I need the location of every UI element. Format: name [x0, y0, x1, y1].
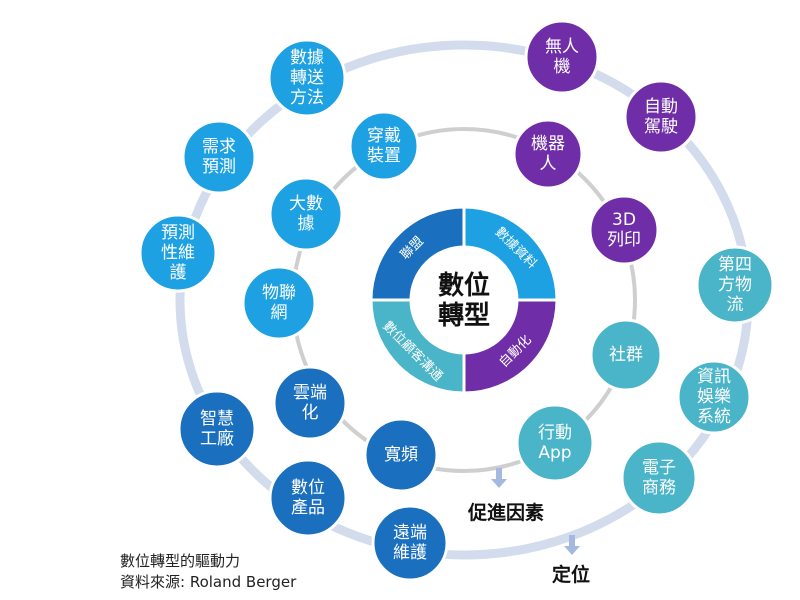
node-label: 娛樂	[697, 387, 731, 407]
node-label: 智慧	[200, 409, 234, 429]
node-circle	[267, 38, 347, 118]
node-label: 大數	[289, 194, 323, 214]
node-circle	[268, 176, 344, 252]
node-label: 駕駛	[644, 117, 678, 137]
node-big-data: 大數據	[268, 176, 344, 252]
node-label: 產品	[291, 498, 325, 518]
node-label: 商務	[642, 478, 676, 498]
node-circle	[676, 359, 752, 435]
positioning-arrow	[564, 535, 580, 555]
node-circle	[348, 110, 420, 182]
node-label: 物聯	[262, 283, 296, 303]
node-label: 數位	[291, 478, 325, 498]
donut-segment	[462, 205, 559, 302]
node-label: 第四	[718, 255, 752, 275]
node-circle	[524, 19, 600, 95]
node-label: 機	[554, 57, 571, 77]
node-label: 行動	[538, 423, 572, 443]
node-label: 方法	[290, 88, 324, 108]
node-robot: 機器人	[512, 118, 584, 190]
node-circle	[589, 318, 663, 392]
caption-title: 數位轉型的驅動力	[120, 552, 241, 570]
node-social: 社群	[589, 318, 663, 392]
node-label: 護	[170, 263, 187, 283]
node-label: 電子	[642, 458, 676, 478]
node-label: 自動	[644, 97, 678, 117]
node-label: 化	[302, 403, 319, 423]
node-broadband: 寬頻	[363, 417, 439, 493]
node-label: 系統	[697, 407, 731, 427]
node-circle	[268, 458, 348, 538]
donut-segment	[369, 298, 466, 395]
node-label: App	[538, 443, 571, 463]
node-circle	[512, 118, 584, 190]
node-circle	[695, 245, 775, 325]
node-iot: 物聯網	[241, 265, 317, 341]
node-label: 社群	[609, 345, 643, 365]
node-label: 資訊	[697, 367, 731, 387]
node-label: 裝置	[367, 146, 401, 166]
node-label: 機器	[531, 134, 565, 154]
donut-segment	[369, 205, 466, 302]
node-circle	[588, 194, 660, 266]
node-label: 預測	[202, 157, 236, 177]
node-circle	[620, 439, 698, 517]
node-circle	[181, 119, 257, 195]
enablers-label: 促進因素	[468, 502, 545, 524]
node-label: 人	[540, 154, 557, 174]
donut-segment	[462, 298, 559, 395]
center-title: 轉型	[438, 300, 490, 331]
node-label: 方物	[718, 275, 752, 295]
node-circle	[623, 79, 699, 155]
node-label: 穿戴	[367, 126, 401, 146]
caption-source: 資料來源: Roland Berger	[120, 573, 297, 591]
node-label: 數據	[290, 48, 324, 68]
node-circle	[241, 265, 317, 341]
node-label: 遠端	[393, 523, 427, 543]
node-label: 寬頻	[384, 445, 418, 465]
node-label: 網	[271, 303, 288, 323]
node-label: 無人	[545, 37, 579, 57]
node-label: 列印	[607, 230, 641, 250]
center-title: 數位	[438, 270, 490, 301]
node-drone: 無人機	[524, 19, 600, 95]
node-circle	[177, 389, 257, 469]
node-label: 轉送	[290, 68, 324, 88]
node-label: 維護	[393, 543, 427, 563]
node-label: 據	[298, 214, 315, 234]
node-circle	[363, 417, 439, 493]
node-circle	[515, 403, 595, 483]
enablers-arrow	[491, 468, 507, 488]
node-label: 流	[727, 295, 744, 315]
node-label: 性維	[161, 243, 195, 263]
node-circle	[138, 213, 218, 293]
positioning-label: 定位	[552, 564, 591, 586]
node-label: 需求	[202, 137, 236, 157]
node-circle	[371, 504, 449, 582]
node-label: 工廠	[200, 428, 234, 449]
node-label: 雲端	[293, 383, 327, 403]
node-label: 3D	[612, 210, 636, 230]
node-label: 預測	[161, 223, 195, 243]
node-cloud: 雲端化	[272, 365, 348, 441]
node-circle	[272, 365, 348, 441]
donut-hole	[412, 248, 516, 352]
